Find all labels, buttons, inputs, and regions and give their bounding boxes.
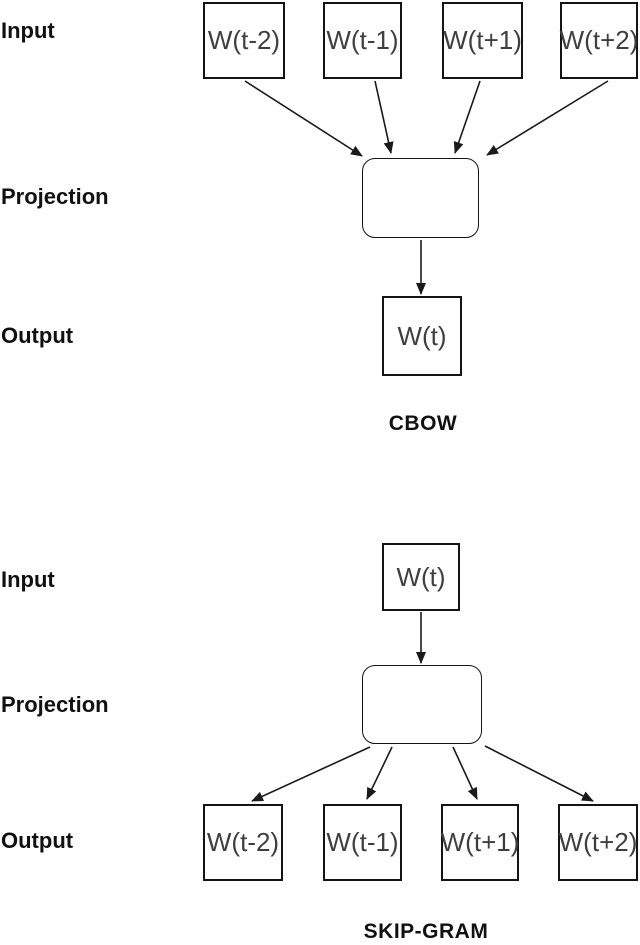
cbow-input-box-wt-1: W(t-1) xyxy=(323,2,402,79)
skipgram-caption: SKIP-GRAM xyxy=(363,920,489,943)
skipgram-projection-box xyxy=(362,665,482,744)
cbow-arrow-input4-to-projection xyxy=(486,80,609,156)
cbow-stage-label-projection: Projection xyxy=(1,184,109,209)
skipgram-output-box-wt-2: W(t-2) xyxy=(203,804,283,881)
skipgram-stage-label-input: Input xyxy=(1,567,55,592)
skipgram-arrow-projection-to-output3 xyxy=(452,746,478,800)
cbow-projection-box xyxy=(362,158,479,238)
cbow-arrow-input2-to-projection xyxy=(374,80,394,154)
skipgram-input-box-wt: W(t) xyxy=(382,543,460,611)
skipgram-arrow-projection-to-output1 xyxy=(251,746,371,802)
cbow-input-box-wt+2: W(t+2) xyxy=(560,2,638,79)
cbow-arrow-input3-to-projection xyxy=(453,80,481,154)
skipgram-output-box-wt-1: W(t-1) xyxy=(323,804,402,881)
cbow-caption: CBOW xyxy=(388,412,458,435)
cbow-stage-label-output: Output xyxy=(1,323,74,348)
skipgram-stage-label-output: Output xyxy=(1,828,74,853)
skipgram-stage-label-projection: Projection xyxy=(1,692,109,717)
skipgram-arrow-projection-to-output2 xyxy=(366,746,393,800)
cbow-input-box-wt+1: W(t+1) xyxy=(442,2,523,79)
cbow-stage-label-input: Input xyxy=(1,18,55,43)
skipgram-arrow-projection-to-output4 xyxy=(484,745,594,802)
skipgram-output-box-wt+1: W(t+1) xyxy=(441,804,519,881)
cbow-arrow-input1-to-projection xyxy=(244,80,363,157)
skipgram-output-box-wt+2: W(t+2) xyxy=(558,804,638,881)
cbow-input-box-wt-2: W(t-2) xyxy=(203,2,285,79)
cbow-output-box-wt: W(t) xyxy=(382,296,462,376)
